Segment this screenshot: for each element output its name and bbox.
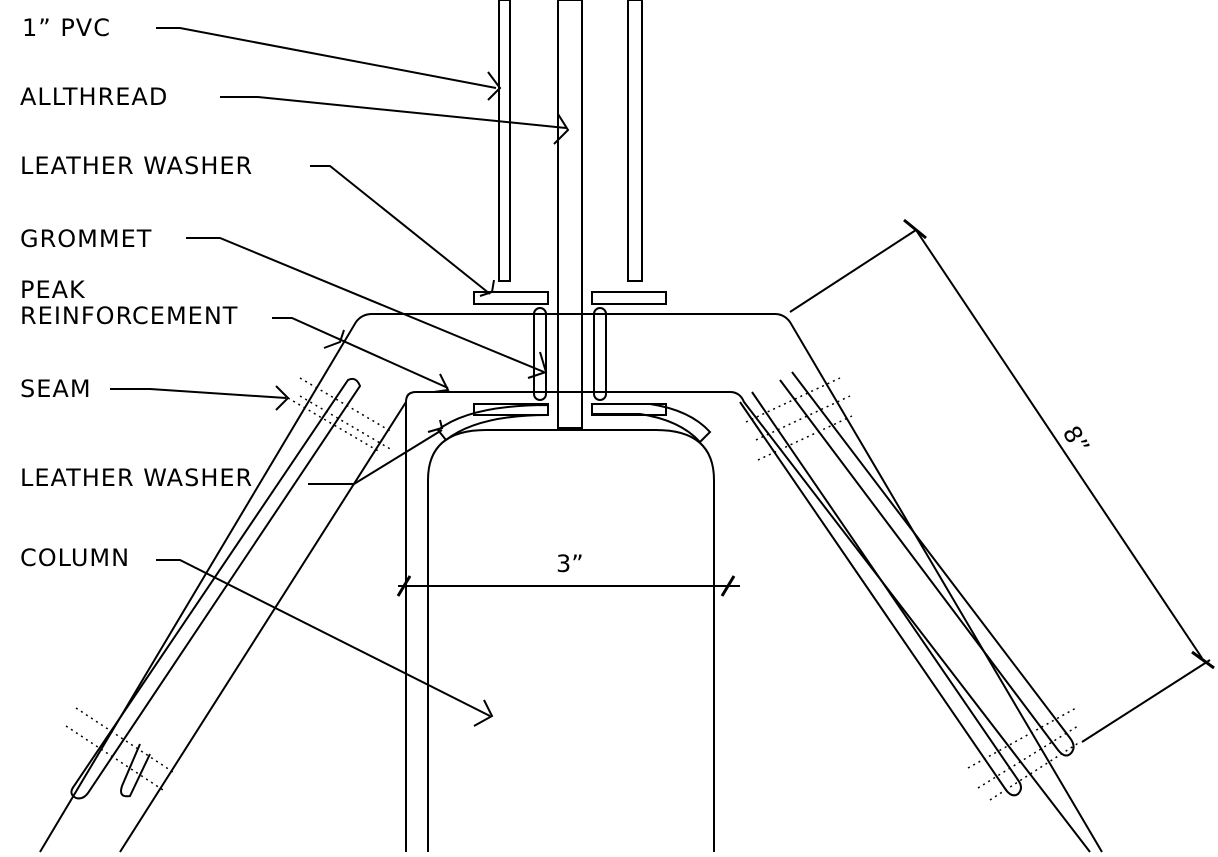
grommet-shape	[533, 307, 607, 401]
leader-lines	[110, 27, 570, 727]
stitch-lines	[65, 377, 1081, 801]
pvc-pipe	[498, 0, 643, 282]
label-leather-washer-bottom: LEATHER WASHER	[20, 464, 254, 492]
allthread-rod	[557, 0, 583, 429]
dimension-slope-label: 8”	[1057, 421, 1095, 459]
outer-fabric	[39, 313, 1103, 853]
leather-washer-curved	[436, 403, 712, 444]
label-pvc: 1” PVC	[22, 14, 111, 42]
column-shape	[427, 429, 715, 852]
peak-reinforcement	[119, 391, 1091, 853]
label-grommet: GROMMET	[20, 225, 153, 253]
label-seam: SEAM	[20, 375, 92, 403]
leather-washer-top	[473, 291, 667, 305]
dimension-width: 3”	[396, 550, 740, 597]
label-allthread: ALLTHREAD	[20, 83, 169, 111]
dimension-width-label: 3”	[556, 550, 584, 578]
label-peak: PEAK	[20, 276, 86, 304]
label-leather-washer-top: LEATHER WASHER	[20, 152, 254, 180]
dimension-slope: 8”	[789, 218, 1215, 743]
label-reinforcement: REINFORCEMENT	[20, 302, 239, 330]
label-column: COLUMN	[20, 544, 131, 572]
